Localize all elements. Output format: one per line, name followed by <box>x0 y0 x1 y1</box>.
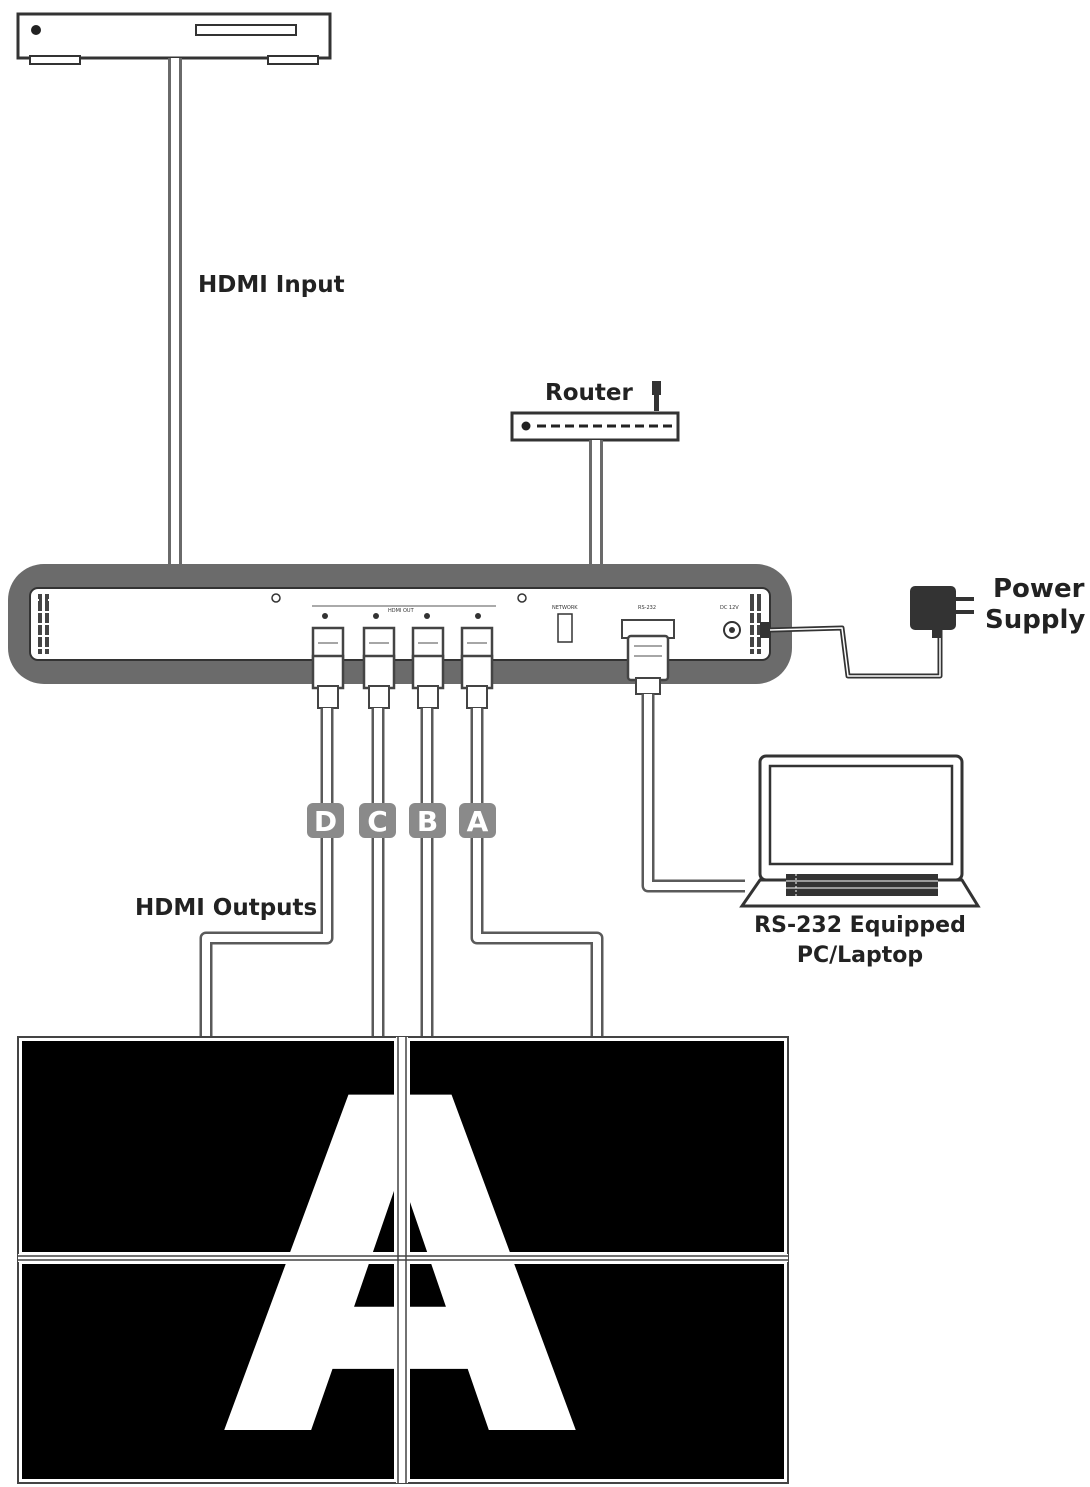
dc-panel-text: DC 12V <box>720 605 739 611</box>
output-badge-c: C <box>359 803 396 838</box>
hdmi-input-label: HDMI Input <box>198 272 345 298</box>
video-wall: A <box>17 1036 789 1484</box>
hdmi-outputs-label: HDMI Outputs <box>135 895 317 921</box>
rs232-panel-text: RS-232 <box>638 605 656 611</box>
screen-top-left <box>22 1041 394 1252</box>
vent-left <box>36 594 52 654</box>
screen-bottom-right <box>410 1264 784 1479</box>
output-badges: D C B A <box>307 803 496 838</box>
laptop <box>739 754 981 908</box>
pc-label-line2: PC/Laptop <box>797 943 923 968</box>
svg-text:A: A <box>467 805 489 838</box>
disc-slot-icon <box>195 24 297 36</box>
power-supply-label-line1: Power <box>993 574 1085 604</box>
matrix-switcher: HDMI OUT NETWORK RS-232 DC 12V <box>8 564 792 684</box>
output-badge-b: B <box>409 803 446 838</box>
source-player <box>16 12 332 65</box>
rs232-cable <box>621 619 745 893</box>
screw-icon <box>271 593 281 603</box>
pc-label-line1: RS-232 Equipped <box>754 913 966 938</box>
router-label: Router <box>545 380 633 406</box>
network-panel-text: NETWORK <box>552 605 578 611</box>
hdmi-output-cables <box>199 708 604 1037</box>
antenna-icon <box>654 381 659 411</box>
screw-icon <box>517 593 527 603</box>
power-adapter-icon <box>910 586 956 630</box>
power-supply-label-line2: Supply <box>985 605 1085 635</box>
screen-bottom-left <box>22 1264 394 1479</box>
keyboard-icon <box>786 874 938 896</box>
hdmi-input-cable <box>159 58 191 638</box>
power-supply <box>760 586 974 679</box>
power-led-icon <box>31 25 41 35</box>
svg-text:D: D <box>314 805 337 838</box>
output-badge-a: A <box>459 803 496 838</box>
output-badge-d: D <box>307 803 344 838</box>
screen-top-right <box>410 1041 784 1252</box>
svg-text:C: C <box>367 805 388 838</box>
svg-text:B: B <box>417 805 438 838</box>
usb-port-icon <box>557 613 573 643</box>
hdmi-out-panel-text: HDMI OUT <box>388 608 415 614</box>
